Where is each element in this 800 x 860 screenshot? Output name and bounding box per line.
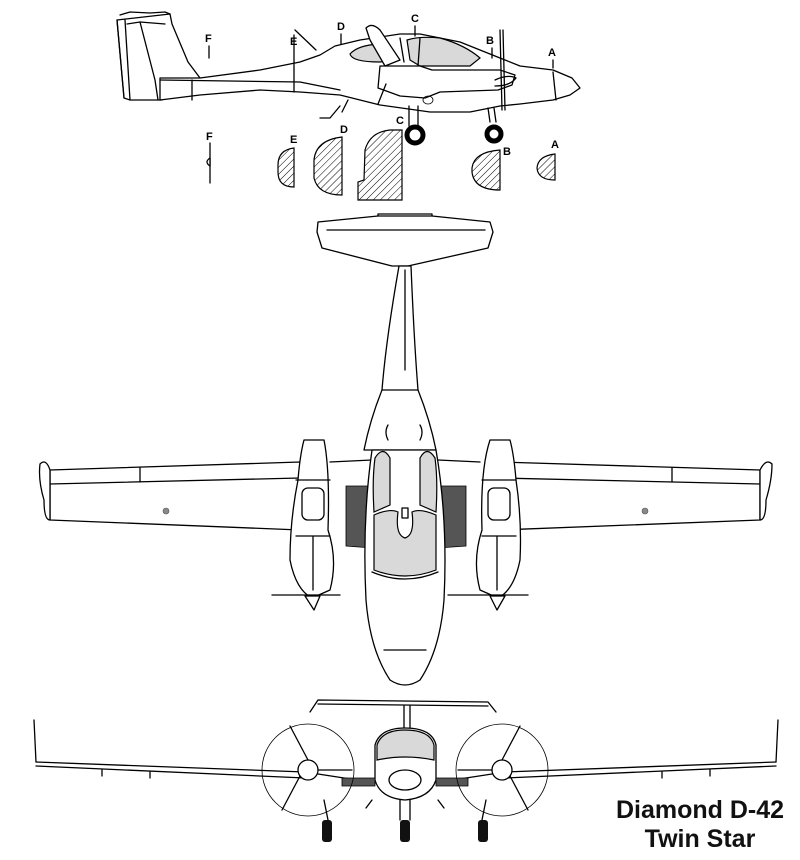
- svg-text:B: B: [486, 35, 494, 47]
- svg-text:B: B: [503, 146, 511, 158]
- left-wing: [49, 461, 301, 531]
- section-b: [471, 149, 501, 191]
- front-view: [33, 699, 779, 842]
- top-tail-boom: [363, 265, 437, 451]
- side-canopy-front: [406, 36, 481, 67]
- left-prop-disc: [261, 723, 355, 817]
- title-line-1: Diamond D-42: [615, 796, 785, 824]
- svg-text:C: C: [411, 13, 419, 25]
- top-canopy-left: [372, 450, 391, 513]
- top-canopy-right: [419, 450, 438, 513]
- side-station-labels: A B C D E F: [205, 13, 556, 69]
- svg-text:F: F: [205, 33, 212, 45]
- horizontal-tail: [316, 215, 494, 267]
- section-c: [357, 129, 403, 201]
- svg-text:F: F: [206, 131, 213, 143]
- front-right-wing: [439, 761, 777, 783]
- svg-text:D: D: [337, 21, 345, 33]
- cross-sections: F E D C B A: [206, 115, 559, 201]
- front-horizontal-tail: [309, 699, 497, 713]
- svg-text:E: E: [290, 36, 297, 48]
- svg-text:E: E: [290, 134, 297, 146]
- section-a: [536, 153, 556, 181]
- right-wing: [499, 461, 761, 531]
- side-wing: [365, 24, 401, 67]
- right-prop-disc: [455, 723, 549, 817]
- svg-text:A: A: [551, 139, 559, 151]
- section-e: [277, 147, 295, 188]
- top-view: [38, 213, 773, 686]
- title-line-2: Twin Star: [644, 825, 756, 853]
- aircraft-title: Diamond D-42 Twin Star: [600, 796, 800, 854]
- section-d: [313, 136, 343, 196]
- nose-wheel-side: [484, 124, 504, 144]
- top-canopy-rear: [373, 509, 437, 577]
- svg-text:A: A: [548, 47, 556, 59]
- svg-text:C: C: [396, 115, 404, 127]
- svg-text:D: D: [340, 124, 348, 136]
- side-view: A B C D E F: [116, 11, 581, 146]
- main-wheel-side: [404, 124, 426, 146]
- front-left-wing: [35, 761, 371, 783]
- front-windshield: [376, 729, 435, 761]
